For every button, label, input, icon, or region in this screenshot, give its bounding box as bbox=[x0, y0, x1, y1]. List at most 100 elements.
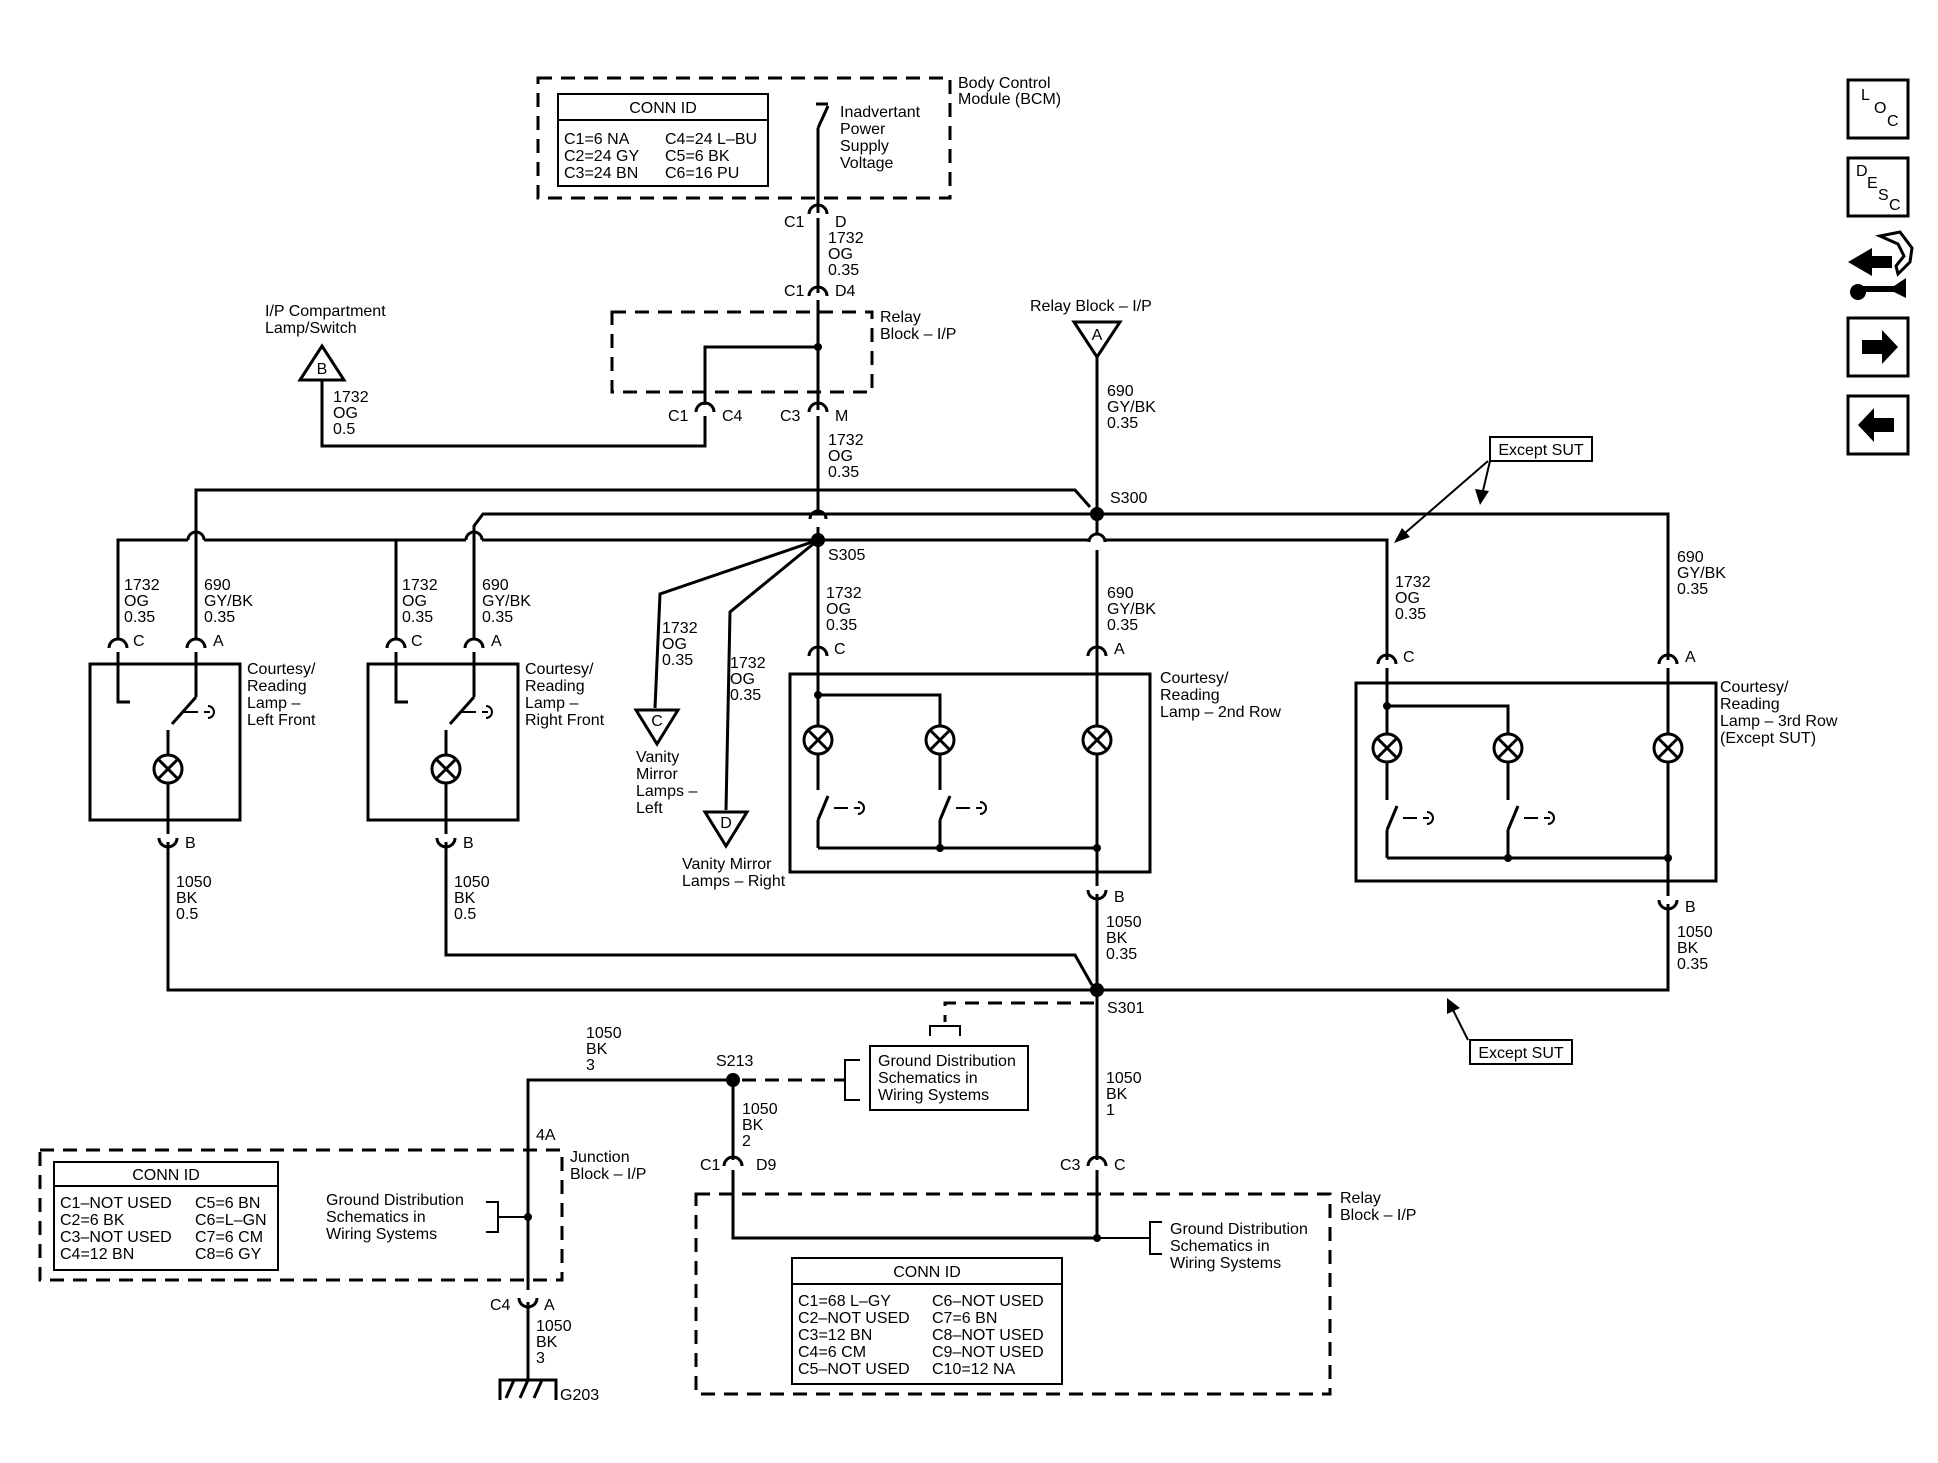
bcm-conn-r1c0: C2=24 GY bbox=[564, 148, 639, 165]
lamp-3r-l2: Reading bbox=[1720, 696, 1780, 713]
lamp-3r-pin-a: A bbox=[1685, 649, 1696, 666]
lamp-lf-pin-a: A bbox=[213, 633, 224, 650]
wire-label-1732: 1732 bbox=[124, 577, 160, 594]
junction-conn-r0c1: C5=6 BN bbox=[195, 1195, 260, 1212]
loc-icon-o: O bbox=[1874, 100, 1886, 117]
wire-label-gybk: GY/BK bbox=[1107, 601, 1156, 618]
lamp-2nd-row: 1732 OG 0.35 690 GY/BK 0.35 C A Courtesy… bbox=[788, 585, 1281, 906]
next-page-button[interactable] bbox=[1846, 316, 1910, 378]
except-sut-bottom-callout: Except SUT bbox=[1447, 998, 1573, 1065]
relay-block-ip-ref: Relay Block – I/P A bbox=[1030, 298, 1152, 360]
gd-left-l2: Schematics in bbox=[326, 1209, 426, 1226]
vanity-mirror-left-ref: C Vanity Mirror Lamps – Left bbox=[633, 708, 697, 817]
wire-label-og: OG bbox=[828, 448, 853, 465]
wire-label-690: 690 bbox=[1107, 585, 1134, 602]
ip-comp-l1: I/P Compartment bbox=[265, 303, 386, 320]
lamp-3r-l3: Lamp – 3rd Row bbox=[1720, 713, 1838, 730]
lamp-lf-pin-b: B bbox=[185, 835, 196, 852]
ip-comp-l2: Lamp/Switch bbox=[265, 320, 357, 337]
wire-label-1732: 1732 bbox=[1395, 574, 1431, 591]
wire-label-og-size: 0.35 bbox=[828, 262, 859, 279]
relay-bottom-pin-c3: C3 bbox=[1060, 1157, 1081, 1174]
bcm-pin-d: D bbox=[835, 214, 847, 231]
relay-conn-r3c0: C4=6 CM bbox=[798, 1344, 866, 1361]
vanity-left-l4: Left bbox=[636, 800, 663, 817]
lamp-2r-pin-c: C bbox=[834, 641, 846, 658]
desc-icon: D E S C bbox=[1856, 163, 1901, 214]
connector-tool-button[interactable] bbox=[1848, 230, 1914, 300]
relay-conn-r1c0: C2–NOT USED bbox=[798, 1310, 910, 1327]
bcm-conn-r2c0: C3=24 BN bbox=[564, 165, 638, 182]
previous-page-button[interactable] bbox=[1846, 394, 1910, 456]
ground-distribution-ref-center: Ground Distribution Schematics in Wiring… bbox=[869, 1045, 1029, 1111]
bcm-conn-r0c1: C4=24 L–BU bbox=[665, 131, 757, 148]
gd-center-l1: Ground Distribution bbox=[878, 1053, 1016, 1070]
bcm-switch-l1: Inadvertant bbox=[840, 104, 921, 121]
wire-label-1050: 1050 bbox=[742, 1101, 778, 1118]
wire-label-bk: BK bbox=[536, 1334, 558, 1351]
junction-conn-r2c1: C7=6 CM bbox=[195, 1229, 263, 1246]
relay-out-c1: C1 bbox=[668, 408, 689, 425]
splice-s300-label: S300 bbox=[1110, 490, 1147, 507]
bcm-conn-r1c1: C5=6 BK bbox=[665, 148, 730, 165]
relay-conn-r4c1: C10=12 NA bbox=[932, 1361, 1015, 1378]
lamp-3r-l1: Courtesy/ bbox=[1720, 679, 1789, 696]
bcm-title-l2: Module (BCM) bbox=[958, 91, 1061, 108]
relay-bottom-l2: Block – I/P bbox=[1340, 1207, 1416, 1224]
bcm-switch-l2: Power bbox=[840, 121, 886, 138]
wire-label-1050: 1050 bbox=[1106, 914, 1142, 931]
lamp-lf-l3: Lamp – bbox=[247, 695, 300, 712]
loc-button[interactable]: L O C bbox=[1846, 78, 1910, 140]
ground-bus-1050 bbox=[166, 842, 1670, 992]
wire-label-gybk-size: 0.35 bbox=[1677, 581, 1708, 598]
splice-s305-label: S305 bbox=[828, 547, 865, 564]
gd-center-l2: Schematics in bbox=[878, 1070, 978, 1087]
junction-conn-id-table: CONN ID C1–NOT USED C5=6 BN C2=6 BK C6=L… bbox=[53, 1161, 279, 1271]
wire-label-og-size: 0.35 bbox=[1395, 606, 1426, 623]
bcm-conn-r2c1: C6=16 PU bbox=[665, 165, 739, 182]
loc-icon: L O C bbox=[1861, 87, 1899, 130]
lamp-2r-l1: Courtesy/ bbox=[1160, 670, 1229, 687]
bcm-title-l1: Body Control bbox=[958, 75, 1051, 92]
wire-label-og-size: 0.35 bbox=[730, 687, 761, 704]
wire-label-690: 690 bbox=[482, 577, 509, 594]
wire-crossover bbox=[464, 530, 484, 541]
lamp-3r-l4: (Except SUT) bbox=[1720, 730, 1816, 747]
wire-label-bk: BK bbox=[742, 1117, 764, 1134]
bcm-conn-header: CONN ID bbox=[629, 100, 697, 117]
bus-690-left-front bbox=[194, 488, 1092, 640]
wire-crossover bbox=[1087, 532, 1107, 543]
relay-conn-id-table: CONN ID C1=68 L–GY C6–NOT USED C2–NOT US… bbox=[791, 1257, 1063, 1385]
wire-label-bk-size: 0.35 bbox=[1677, 956, 1708, 973]
wire-label-bk-size: 3 bbox=[536, 1350, 545, 1367]
arrow-left-icon bbox=[1858, 408, 1894, 442]
ground-symbol-g203: G203 bbox=[498, 1378, 599, 1404]
desc-button[interactable]: D E S C bbox=[1846, 156, 1910, 218]
bus-og-left bbox=[116, 538, 188, 640]
vanity-mirror-right-ref: D Vanity Mirror Lamps – Right bbox=[682, 810, 786, 890]
wire-label-gybk-size: 0.35 bbox=[204, 609, 235, 626]
splice-s301 bbox=[1090, 983, 1104, 997]
lamp-lf-l4: Left Front bbox=[247, 712, 316, 729]
relay-in-d4: D4 bbox=[835, 283, 856, 300]
wire-label-gybk-size: 0.35 bbox=[1107, 415, 1138, 432]
connector-tool-icon bbox=[1848, 230, 1914, 300]
junction-conn-r2c0: C3–NOT USED bbox=[60, 1229, 172, 1246]
wire-label-bk-size: 0.5 bbox=[176, 906, 198, 923]
wire-label-bk-size: 0.35 bbox=[1106, 946, 1137, 963]
junction-pin-a: A bbox=[544, 1297, 555, 1314]
wire-label-bk-size: 0.5 bbox=[454, 906, 476, 923]
bcm-switch-l3: Supply bbox=[840, 138, 889, 155]
wire-label-og-size: 0.35 bbox=[124, 609, 155, 626]
lamp-3r-pin-c: C bbox=[1403, 649, 1415, 666]
lamp-rf-l2: Reading bbox=[525, 678, 585, 695]
bus-690-right-front-3rd-row bbox=[472, 512, 1670, 660]
wire-label-bk-size: 1 bbox=[1106, 1102, 1115, 1119]
gd-right-l3: Wiring Systems bbox=[1170, 1255, 1281, 1272]
wire-label-bk: BK bbox=[1106, 1086, 1128, 1103]
relay-top-label-l1: Relay bbox=[880, 309, 921, 326]
splice-s213-label: S213 bbox=[716, 1053, 753, 1070]
wire-crossover bbox=[808, 509, 828, 520]
bcm-switch: Inadvertant Power Supply Voltage bbox=[816, 102, 921, 213]
junction-conn-r3c1: C8=6 GY bbox=[195, 1246, 262, 1263]
